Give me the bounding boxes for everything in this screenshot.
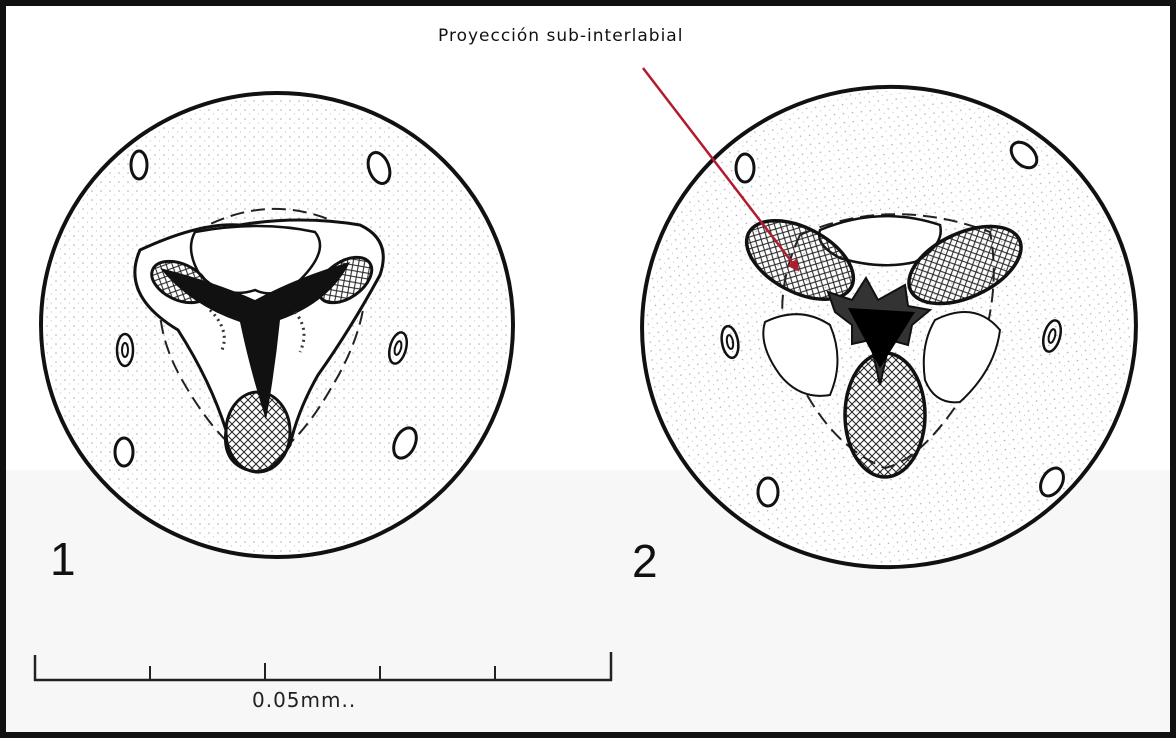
figure-1-number: 1 xyxy=(50,536,76,582)
pore-1c xyxy=(115,438,133,466)
pore-1a xyxy=(131,151,147,179)
guard-cell-1c xyxy=(226,392,290,472)
pore-2a xyxy=(736,154,754,182)
figure-2-number: 2 xyxy=(632,538,658,584)
guard-cell-2c xyxy=(845,353,925,477)
scale-bar-label: 0.05mm.. xyxy=(252,688,356,712)
pore-2c xyxy=(758,478,778,506)
scale-bar xyxy=(34,652,612,681)
annotation-label: Proyección sub-interlabial xyxy=(438,26,683,46)
stoma-figure-1 xyxy=(41,93,513,557)
